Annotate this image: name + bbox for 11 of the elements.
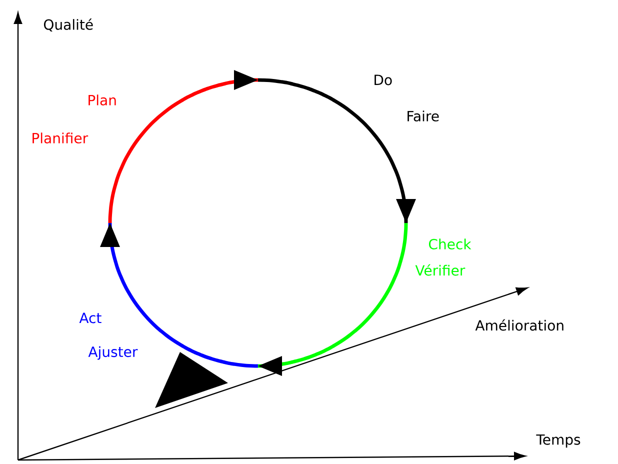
axis-label: Amélioration <box>475 319 564 331</box>
axis-label: Qualité <box>44 18 93 32</box>
phase-label: Ajuster <box>88 346 138 360</box>
phase-label: Plan <box>88 94 116 106</box>
phase-label: Check <box>429 238 472 250</box>
phase-label: Vérifier <box>415 264 466 276</box>
phase-label: Faire <box>408 110 439 122</box>
axis-label: Temps <box>536 434 580 448</box>
phase-label: Planifier <box>32 132 88 144</box>
phase-label: Act <box>79 312 102 324</box>
phase-label: Do <box>374 74 392 86</box>
